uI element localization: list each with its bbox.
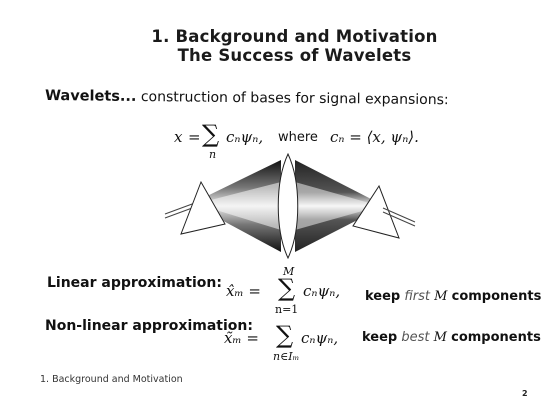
ray-right-2 xyxy=(382,211,416,227)
linear-term: cₙψₙ, xyxy=(303,282,341,300)
nonlinear-approx-equation: x̃ₘ = ∑ n∈Iₘ cₙψₙ, xyxy=(218,312,418,372)
linear-sigma: ∑ xyxy=(278,274,296,302)
slide-title: 1. Background and Motivation xyxy=(151,27,438,46)
slide-subtitle: The Success of Wavelets xyxy=(177,46,412,65)
nonlinear-keep-word: keep xyxy=(362,330,398,345)
eq-coefficient: cₙ = ⟨x, ψₙ⟩. xyxy=(330,128,419,146)
spectrum-fan-left-highlight xyxy=(203,182,281,230)
footer-section: 1. Background and Motivation xyxy=(40,374,183,385)
linear-lower-limit: n=1 xyxy=(275,303,299,316)
lens xyxy=(277,152,299,260)
eq-sigma: ∑ xyxy=(202,120,220,148)
linear-approx-equation: x̂ₘ = M ∑ n=1 cₙψₙ, xyxy=(220,265,420,325)
nonlinear-sigma: ∑ xyxy=(276,321,294,349)
nonlinear-lower-limit: n∈Iₘ xyxy=(273,350,300,363)
linear-keep-soft: first xyxy=(404,289,431,304)
nonlinear-keep-note: keep best M components. xyxy=(362,330,541,345)
ray-right-1 xyxy=(382,207,416,223)
left-prism xyxy=(180,180,226,235)
nonlinear-keep-soft: best xyxy=(401,330,430,345)
linear-upper-limit: M xyxy=(283,265,295,278)
linear-lhs: x̂ₘ = xyxy=(226,282,261,300)
nonlinear-term: cₙψₙ, xyxy=(301,329,339,347)
nonlinear-keep-rest: components. xyxy=(451,330,541,345)
intro-keyword: Wavelets... xyxy=(44,88,137,105)
nonlinear-approx-label: Non-linear approximation: xyxy=(45,318,253,334)
prism-lens-illustration xyxy=(164,152,416,260)
right-prism xyxy=(352,184,400,239)
spectrum-fan-right-highlight xyxy=(295,182,373,230)
eq-where: where xyxy=(278,130,318,145)
eq-term: cₙψₙ, xyxy=(226,128,264,146)
linear-keep-rest: components. xyxy=(451,289,541,304)
linear-keep-word: keep xyxy=(365,289,401,304)
eq-index: n xyxy=(209,148,217,161)
linear-keep-note: keep first M components. xyxy=(365,289,541,304)
linear-keep-M: M xyxy=(434,289,448,304)
eq-equals: = xyxy=(188,128,201,146)
page-number: 2 xyxy=(522,389,528,398)
nonlinear-keep-M: M xyxy=(433,330,447,345)
intro-rest: construction of bases for signal expansi… xyxy=(136,88,449,109)
nonlinear-lhs: x̃ₘ = xyxy=(224,329,259,347)
linear-approx-label: Linear approximation: xyxy=(47,275,222,291)
expansion-equation: x = ∑ n cₙψₙ, where cₙ = ⟨x, ψₙ⟩. xyxy=(160,118,420,168)
intro-text: Wavelets... construction of bases for si… xyxy=(45,88,449,108)
eq-x: x xyxy=(174,128,183,146)
